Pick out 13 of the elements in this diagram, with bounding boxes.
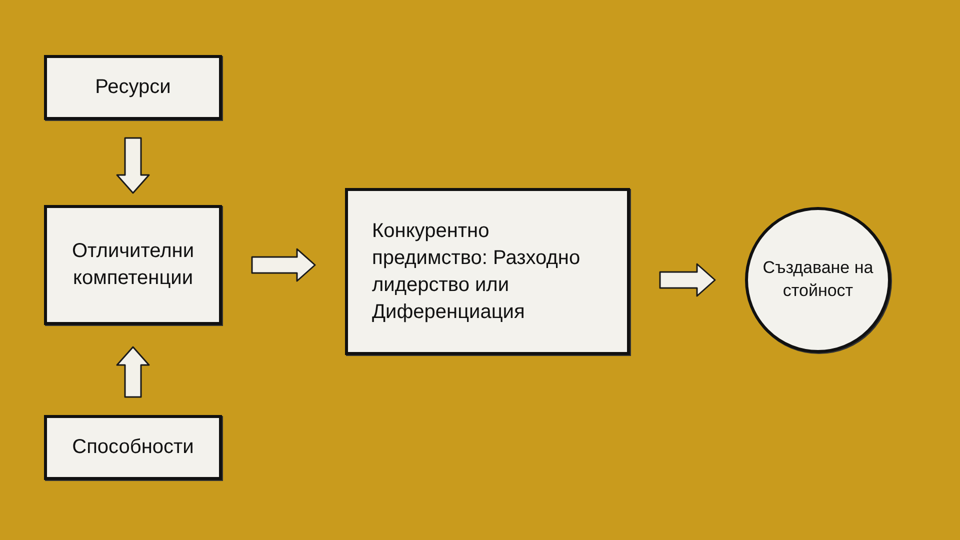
process-box (44, 55, 222, 120)
node-label: Ресурси (95, 75, 171, 100)
process-box (44, 415, 222, 480)
block-arrow (116, 137, 150, 194)
block-arrow (659, 263, 716, 297)
node-label: Конкурентно предимство: Разходно лидерство или Диференциация (372, 218, 582, 324)
node-label: Способности (72, 435, 194, 460)
node-label: Създаване на стойност (762, 257, 874, 302)
process-box (345, 188, 630, 355)
process-box (44, 205, 222, 325)
block-arrow (116, 346, 150, 398)
block-arrow (251, 248, 316, 282)
node-label: Отличителни компетенции (71, 239, 195, 291)
